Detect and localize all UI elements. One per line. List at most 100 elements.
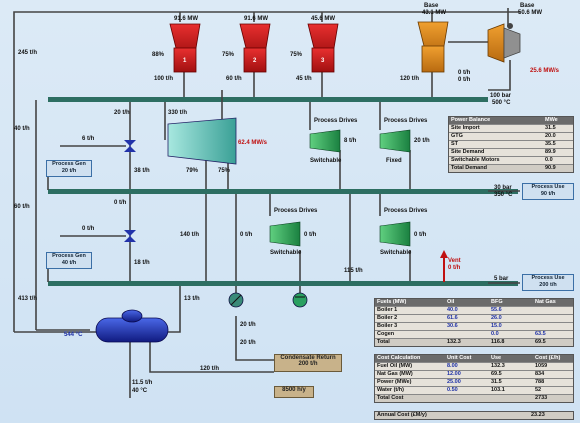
hrsg[interactable] <box>417 21 449 73</box>
drive-1-title: Process Drives <box>314 118 358 124</box>
drive-turbine-4[interactable] <box>379 221 411 247</box>
cost-total-cell: 2733 <box>535 395 548 401</box>
condensate-return-box[interactable]: Condensate Return 200 t/h <box>274 354 342 372</box>
power-balance-unit: MWe <box>545 117 558 123</box>
boiler-3-flow: 45 t/h <box>296 76 312 82</box>
process-use-30bar[interactable]: Process Use 90 t/h <box>522 183 574 200</box>
process-use-30bar-value: 90 t/h <box>540 191 556 197</box>
cost-cell: 132.3 <box>491 363 505 369</box>
fuel-cell: 40.0 <box>447 307 458 313</box>
pb-row-name: Site Demand <box>451 149 485 155</box>
fuel-cell <box>533 315 573 322</box>
drive-4-title: Process Drives <box>384 208 428 214</box>
drive-1-sub: Switchable <box>310 158 342 164</box>
hours-box[interactable]: 8500 h/y <box>274 386 314 398</box>
fuel-total-cell: 116.8 <box>491 339 505 345</box>
drive-turbine-2[interactable] <box>379 129 411 153</box>
boiler-1[interactable] <box>169 23 201 73</box>
fuels-col: Nat Gas <box>535 299 556 305</box>
cost-col: Cost (£/h) <box>535 355 561 361</box>
fuel-cell: 61.6 <box>447 315 458 321</box>
header-2-label: 30 bar <box>494 185 512 191</box>
pump-1[interactable] <box>228 292 244 308</box>
flow-mid2: 0 t/h <box>114 200 127 206</box>
boiler-2[interactable] <box>239 23 271 73</box>
cost-cell: 12.00 <box>447 371 461 377</box>
boiler-1-id: 1 <box>183 58 187 64</box>
gt-label: Base <box>520 3 535 9</box>
process-gen-30bar-value: 20 t/h <box>61 168 77 174</box>
flow-mid5: 115 t/h <box>344 268 363 274</box>
deaerator-temp: 544 °C <box>64 332 83 338</box>
drive-3-sub: Switchable <box>270 250 302 256</box>
fuel-row-name: Cogen <box>377 331 395 337</box>
pump-2[interactable] <box>292 292 308 308</box>
cost-cell: 0.50 <box>447 387 458 393</box>
pb-row-val: 20.0 <box>545 133 556 139</box>
pb-row-name: ST <box>451 141 459 147</box>
fuels-title: Fuels (MW) <box>377 299 407 305</box>
flow-bottom3: 20 t/h <box>240 340 256 346</box>
fuel-cell <box>445 331 489 338</box>
pb-row-val: 89.9 <box>545 149 556 155</box>
cost-total-cell <box>489 395 533 402</box>
header-2-sub: 350 °C <box>494 192 513 198</box>
boiler-3[interactable] <box>307 23 339 73</box>
drive-turbine-1[interactable] <box>309 129 341 153</box>
drive-2-flow: 20 t/h <box>414 138 430 144</box>
cost-cell: 1059 <box>535 363 548 369</box>
flow-bottom1: 13 t/h <box>184 296 200 302</box>
process-gen-30bar-label: Process Gen <box>52 161 86 167</box>
process-gen-30bar[interactable]: Process Gen 20 t/h <box>46 160 92 177</box>
fuel-cell: 0.0 <box>491 331 499 337</box>
flow-bottom2: 20 t/h <box>240 322 256 328</box>
fuel-total-cell: 69.5 <box>535 339 546 345</box>
valve-2[interactable] <box>124 230 136 242</box>
flow-v3: 20 t/h <box>114 110 130 116</box>
process-use-5bar[interactable]: Process Use 200 t/h <box>522 274 574 291</box>
process-gen-5bar[interactable]: Process Gen 40 t/h <box>46 252 92 269</box>
header-1-sub: 500 °C <box>492 100 511 106</box>
power-balance-title: Power Balance <box>451 117 491 123</box>
pb-row-val: 35.5 <box>545 141 556 147</box>
fuel-cell: 55.6 <box>491 307 502 313</box>
flow-ex1: 330 t/h <box>168 110 188 116</box>
boiler-3-mw: 45.6 MW <box>311 16 336 22</box>
cost-col: Use <box>491 355 502 361</box>
drive-turbine-3[interactable] <box>269 221 301 247</box>
cost-cell: 834 <box>535 371 545 377</box>
fuel-cell: 15.0 <box>491 323 502 329</box>
boiler-3-id: 3 <box>321 58 325 64</box>
fuel-row-name: Boiler 1 <box>377 307 398 313</box>
fuel-cell: 30.6 <box>447 323 458 329</box>
deaerator[interactable] <box>95 309 169 343</box>
pct-1: 79% <box>186 168 199 174</box>
boiler-1-mw: 91.6 MW <box>174 16 199 22</box>
boiler-3-pct: 75% <box>290 52 303 58</box>
process-use-5bar-value: 200 t/h <box>539 282 557 288</box>
drive-2-title: Process Drives <box>384 118 428 124</box>
hrsg-mw: 43.1 MW <box>422 10 447 16</box>
cost-title: Cost Calculation <box>377 355 421 361</box>
steam-turbine[interactable] <box>167 117 237 165</box>
valve-1[interactable] <box>124 140 136 152</box>
boiler-2-pct: 75% <box>222 52 235 58</box>
boiler-1-flow: 100 t/h <box>154 76 174 82</box>
gt-small-a: 0 t/h <box>458 70 471 76</box>
pb-row-name: Switchable Motors <box>451 157 500 163</box>
flow-last2: 40 °C <box>132 388 148 394</box>
fuels-col: BFG <box>491 299 503 305</box>
cost-col: Unit Cost <box>447 355 472 361</box>
cost-cell: 788 <box>535 379 545 385</box>
pb-row-val: 0.0 <box>545 157 553 163</box>
pb-row-name: Site Import <box>451 125 480 131</box>
flow-v1: 6 t/h <box>82 136 95 142</box>
gas-turbine[interactable] <box>487 23 521 63</box>
fuel-cell: 63.5 <box>535 331 546 337</box>
hrsg-flow: 120 t/h <box>400 76 420 82</box>
drive-1-flow: 8 t/h <box>344 138 357 144</box>
process-use-30bar-label: Process Use <box>531 184 565 190</box>
cost-row-name: Nat Gas (MW) <box>377 371 413 377</box>
